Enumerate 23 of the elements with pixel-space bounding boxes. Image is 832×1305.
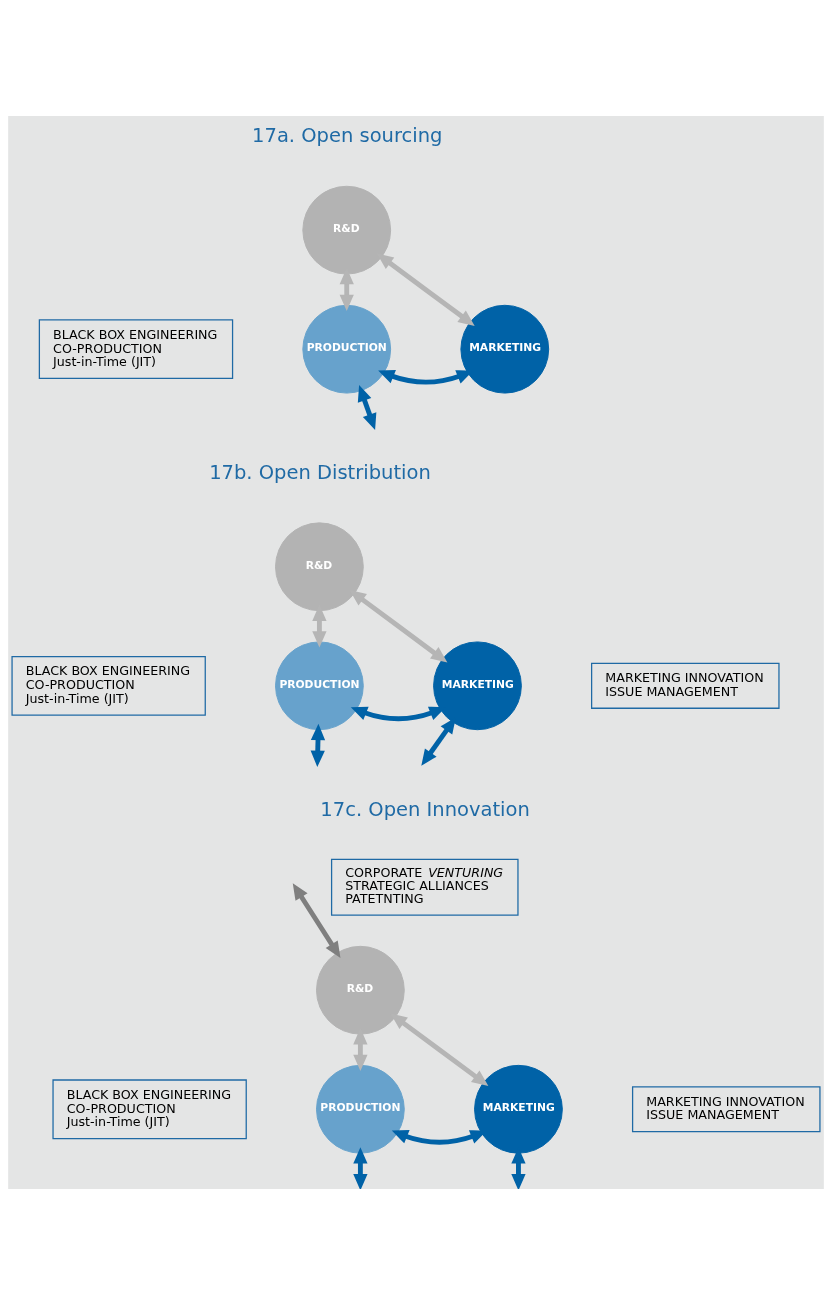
node-circle: MARKETING: [433, 641, 522, 731]
arrow: [353, 1147, 368, 1189]
node-circle: MARKETING: [474, 1064, 563, 1154]
arrow: [421, 717, 456, 766]
label: 17b. Open Distribution: [209, 460, 431, 484]
node-box: BLACK BOX ENGINEERING CO-PRODUCTION Just-in-Time (JIT): [11, 655, 206, 716]
label: 17c. Open Innovation: [320, 797, 530, 821]
node-box: BLACK BOX ENGINEERING CO-PRODUCTION Just-in-Time (JIT): [38, 319, 234, 380]
node-box: MARKETING INNOVATION ISSUE MANAGEMENT: [591, 662, 780, 709]
node-circle: PRODUCTION: [302, 304, 392, 394]
node-box: CORPORATE VENTURING STRATEGIC ALLIANCES PATETNTING: [330, 858, 519, 916]
node-circle: PRODUCTION: [316, 1064, 405, 1154]
node-circle: PRODUCTION: [275, 641, 364, 731]
node-box: BLACK BOX ENGINEERING CO-PRODUCTION Just-in-Time (JIT): [52, 1079, 247, 1140]
label: 17a. Open sourcing: [252, 124, 443, 148]
arrow: [292, 883, 341, 958]
node-box: MARKETING INNOVATION ISSUE MANAGEMENT: [631, 1086, 821, 1133]
node-circle: R&D: [316, 945, 405, 1035]
node-circle: R&D: [302, 185, 392, 275]
arrow: [357, 385, 377, 430]
node-circle: MARKETING: [460, 304, 550, 394]
arrow: [310, 723, 326, 767]
node-circle: R&D: [275, 522, 364, 612]
